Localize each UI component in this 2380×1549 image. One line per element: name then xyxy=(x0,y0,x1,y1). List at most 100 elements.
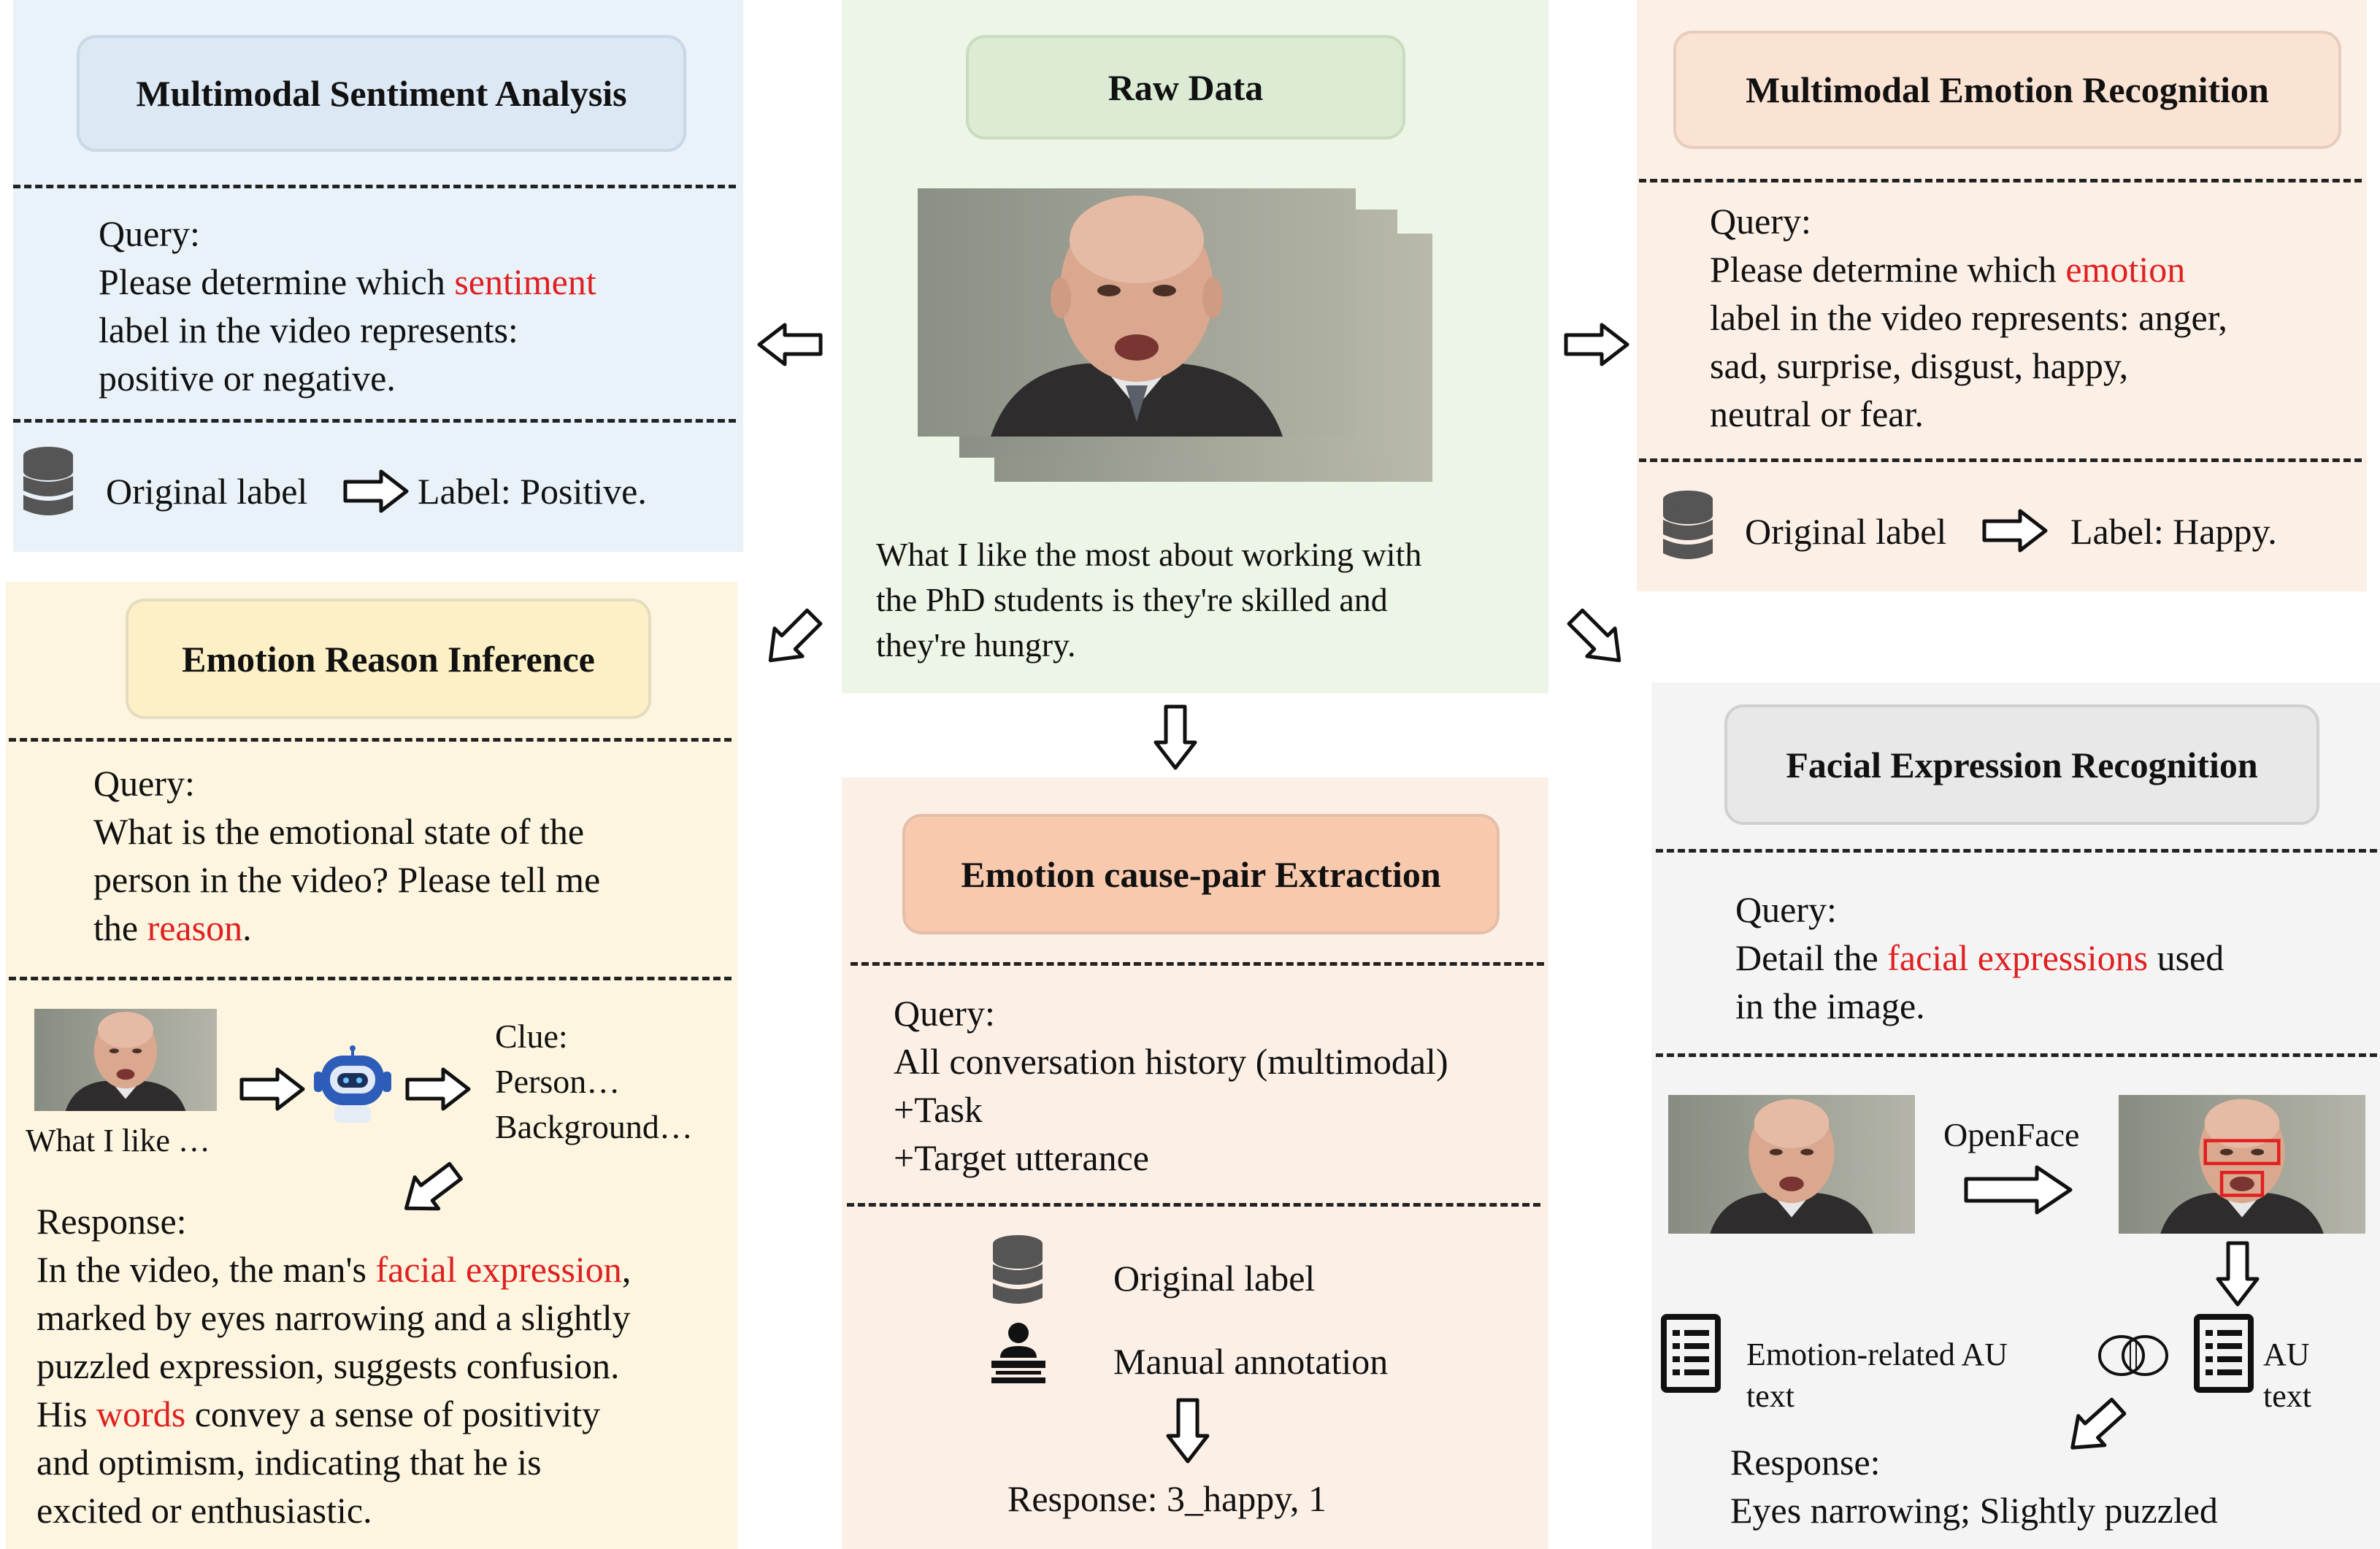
eri-divider-bottom xyxy=(9,977,732,980)
fer-query-label: Query: xyxy=(1735,889,1837,930)
ecpe-query-line2: +Task xyxy=(894,1089,983,1130)
arrow-icon xyxy=(757,323,823,366)
ecpe-title: Emotion cause-pair Extraction xyxy=(902,814,1500,934)
msa-query-highlight: sentiment xyxy=(454,261,596,302)
fer-openface-image xyxy=(2119,1095,2365,1234)
mer-query-label: Query: xyxy=(1710,201,1811,242)
msa-query-line3: positive or negative. xyxy=(99,358,396,399)
ecpe-divider-bottom xyxy=(847,1203,1540,1207)
ecpe-divider-top xyxy=(851,962,1544,966)
fer-divider-top xyxy=(1656,849,2377,853)
raw-transcript-line3: they're hungry. xyxy=(876,626,1076,664)
eri-title: Emotion Reason Inference xyxy=(126,599,651,719)
msa-query-line2: label in the video represents: xyxy=(99,310,518,350)
eri-query-line3: the reason. xyxy=(93,907,252,948)
arrow-icon xyxy=(1153,704,1197,770)
eri-response-line2: marked by eyes narrowing and a slightly xyxy=(37,1297,631,1338)
raw-data-title: Raw Data xyxy=(966,35,1405,139)
raw-transcript-line1: What I like the most about working with xyxy=(876,536,1422,573)
fer-query-line2: in the image. xyxy=(1735,985,1925,1026)
arrow-icon xyxy=(1964,1165,2073,1215)
document-list-icon xyxy=(1661,1314,1721,1393)
eri-response-line3: puzzled expression, suggests confusion. xyxy=(37,1345,620,1386)
mer-original-label: Original label xyxy=(1745,511,1947,552)
ecpe-manual-annotation: Manual annotation xyxy=(1113,1341,1389,1382)
mer-divider-top xyxy=(1639,179,2362,182)
fer-openface-label: OpenFace xyxy=(1943,1116,2080,1153)
arrow-icon xyxy=(2216,1241,2260,1307)
mer-query-line1: Please determine which emotion xyxy=(1710,249,2186,290)
mouth-region-box xyxy=(2219,1170,2265,1197)
msa-query-line1: Please determine which sentiment xyxy=(99,261,596,302)
fer-query-highlight: facial expressions xyxy=(1887,937,2149,978)
eye-region-box xyxy=(2203,1139,2281,1166)
ecpe-query-line3: +Target utterance xyxy=(894,1137,1149,1178)
eri-query-label: Query: xyxy=(93,763,195,804)
eri-response-highlight-words: words xyxy=(96,1394,186,1434)
eri-response-highlight-facial: facial expression xyxy=(375,1249,622,1290)
mer-result-label: Label: Happy. xyxy=(2070,511,2277,552)
eri-query-line2: person in the video? Please tell me xyxy=(93,859,601,900)
robot-icon xyxy=(314,1045,391,1123)
mer-query-line3: sad, surprise, disgust, happy, xyxy=(1710,345,2129,386)
ecpe-response: Response: 3_happy, 1 xyxy=(1007,1478,1327,1519)
arrow-icon xyxy=(404,1161,463,1211)
arrow-icon xyxy=(1567,608,1621,663)
arrow-icon xyxy=(1564,323,1629,366)
raw-transcript-line2: the PhD students is they're skilled and xyxy=(876,581,1388,618)
eri-clue-label: Clue: xyxy=(495,1018,568,1055)
arrow-icon xyxy=(239,1067,305,1111)
ecpe-original-label: Original label xyxy=(1113,1258,1316,1299)
ecpe-query-label: Query: xyxy=(894,993,995,1034)
arrow-icon xyxy=(768,608,823,663)
person-face-image xyxy=(991,196,1283,437)
annotator-icon xyxy=(991,1323,1045,1383)
fer-input-image xyxy=(1668,1095,1915,1234)
msa-divider-bottom xyxy=(13,419,736,423)
fer-au-right-line2: text xyxy=(2263,1378,2311,1414)
fer-au-right-line1: AU xyxy=(2263,1337,2310,1372)
fer-divider-bottom xyxy=(1656,1053,2377,1057)
arrow-icon xyxy=(405,1067,471,1111)
person-face-image xyxy=(2160,1099,2324,1234)
eri-response-label: Response: xyxy=(37,1201,187,1242)
msa-divider-top xyxy=(13,185,736,188)
database-icon xyxy=(1663,491,1713,559)
eri-query-line1: What is the emotional state of the xyxy=(93,811,585,852)
venn-icon xyxy=(2098,1335,2168,1376)
arrow-icon xyxy=(343,469,409,513)
fer-response-label: Response: xyxy=(1730,1442,1881,1483)
mer-query-highlight: emotion xyxy=(2065,249,2186,290)
fer-au-left-line1: Emotion-related AU xyxy=(1746,1337,2008,1372)
database-icon xyxy=(23,447,73,515)
database-icon xyxy=(993,1235,1043,1304)
fer-au-left-line2: text xyxy=(1746,1378,1794,1414)
person-face-image xyxy=(1710,1099,1873,1234)
eri-divider-top xyxy=(9,738,732,742)
eri-response-line6: excited or enthusiastic. xyxy=(37,1490,372,1531)
eri-clue-background: Background… xyxy=(495,1108,693,1145)
arrow-icon xyxy=(1982,509,2048,553)
mer-divider-bottom xyxy=(1639,458,2362,462)
arrow-icon xyxy=(2070,1397,2127,1450)
mer-query-line4: neutral or fear. xyxy=(1710,393,1924,434)
document-list-icon xyxy=(2194,1314,2254,1393)
msa-result-label: Label: Positive. xyxy=(418,471,647,512)
ecpe-query-line1: All conversation history (multimodal) xyxy=(894,1041,1448,1082)
video-frame-front xyxy=(918,188,1356,437)
msa-title: Multimodal Sentiment Analysis xyxy=(77,35,686,152)
eri-response-line1: In the video, the man's facial expressio… xyxy=(37,1249,632,1290)
eri-query-highlight: reason xyxy=(147,907,243,948)
mer-title: Multimodal Emotion Recognition xyxy=(1673,31,2341,149)
eri-thumbnail-caption: What I like … xyxy=(26,1123,210,1158)
person-face-image xyxy=(65,1012,186,1111)
eri-response-line4: His words convey a sense of positivity xyxy=(37,1394,601,1434)
arrow-icon xyxy=(1166,1398,1210,1464)
eri-response-line5: and optimism, indicating that he is xyxy=(37,1442,542,1483)
msa-query-label: Query: xyxy=(99,213,200,254)
fer-response: Eyes narrowing; Slightly puzzled xyxy=(1730,1490,2218,1531)
fer-title: Facial Expression Recognition xyxy=(1724,704,2319,825)
mer-query-line2: label in the video represents: anger, xyxy=(1710,297,2227,338)
msa-original-label: Original label xyxy=(106,471,308,512)
fer-query-line1: Detail the facial expressions used xyxy=(1735,937,2224,978)
